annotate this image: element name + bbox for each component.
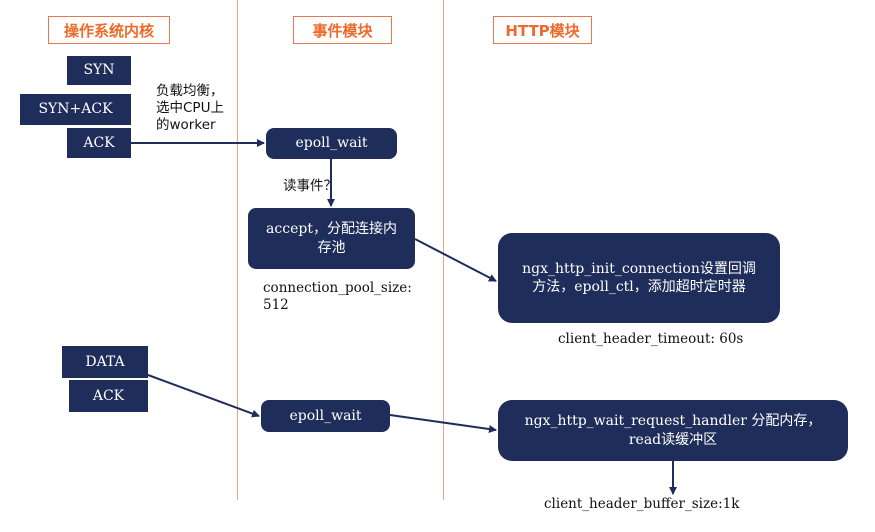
- node-epoll-wait-2: epoll_wait: [261, 400, 390, 432]
- arrow-epoll-wait-to-handler: [389, 414, 497, 433]
- node-init-connection: ngx_http_init_connection设置回调方法，epoll_ctl…: [498, 233, 780, 323]
- packet-syn-ack: SYN+ACK: [20, 94, 131, 125]
- column-separator-right: [443, 0, 444, 500]
- header-os-kernel: 操作系统内核: [48, 16, 170, 44]
- packet-ack-handshake: ACK: [67, 128, 131, 158]
- packet-ack-data: ACK: [69, 380, 148, 412]
- column-separator-left: [237, 0, 238, 500]
- arrow-data-to-epoll-wait: [147, 374, 260, 418]
- node-accept: accept，分配连接内存池: [248, 208, 415, 269]
- annotation-connection-pool-size: connection_pool_size: 512: [263, 280, 412, 313]
- node-wait-request-handler: ngx_http_wait_request_handler 分配内存，read读…: [498, 400, 848, 461]
- header-event-module: 事件模块: [293, 16, 392, 44]
- header-http-module: HTTP模块: [493, 16, 592, 44]
- annotation-client-header-timeout: client_header_timeout: 60s: [558, 331, 744, 347]
- packet-data: DATA: [62, 346, 148, 378]
- annotation-read-event: 读事件？: [283, 178, 337, 194]
- packet-syn: SYN: [67, 56, 131, 85]
- node-epoll-wait-1: epoll_wait: [266, 128, 397, 159]
- annotation-client-header-buffer-size: client_header_buffer_size:1k: [544, 496, 740, 512]
- arrow-accept-to-init-connection: [414, 238, 497, 282]
- annotation-load-balance: 负载均衡， 选中CPU上 的worker: [156, 83, 224, 133]
